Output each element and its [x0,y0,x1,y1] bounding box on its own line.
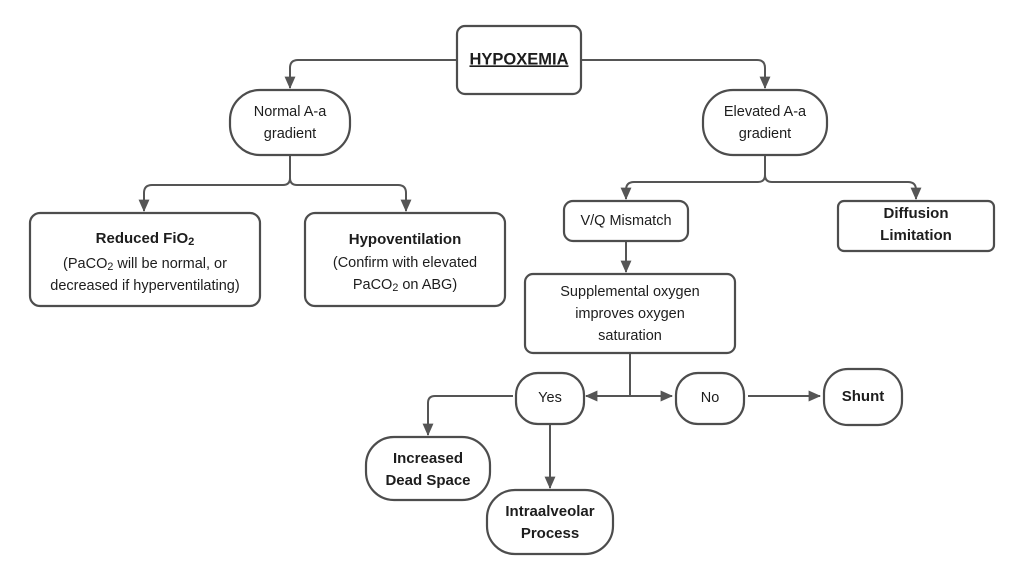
node-reduced-fio2[interactable]: Reduced FiO2 (PaCO2 will be normal, or d… [28,211,262,308]
edge-elevated-gradient-to-vq-mismatch [620,155,766,200]
node-increased-dead-space-label-line1: Increased [393,450,463,467]
node-increased-dead-space[interactable]: Increased Dead Space [364,435,492,502]
node-supplemental-oxygen-label-line1: Supplemental oxygen [560,284,699,300]
node-reduced-fio2-label-line3: decreased if hyperventilating) [50,278,239,294]
node-reduced-fio2-label-line1: Reduced FiO2 [96,230,195,248]
node-diffusion-limitation-label-line2: Limitation [880,227,952,244]
node-yes[interactable]: Yes [514,371,586,426]
node-elevated-gradient-label-line2: gradient [739,126,791,142]
node-intraalveolar-process-shape [485,488,615,556]
edge-normal-gradient-to-reduced-fio2 [138,155,291,212]
node-hypoventilation-label-line2: (Confirm with elevated [333,255,477,271]
node-diffusion-limitation[interactable]: Diffusion Limitation [836,199,996,253]
edge-supplemental-oxygen-to-yes [585,353,631,402]
node-hypoventilation-shape [303,211,507,308]
node-hypoventilation[interactable]: Hypoventilation (Confirm with elevated P… [303,211,507,308]
edge-yes-to-increased-dead-space [422,395,513,436]
node-shunt-shape [822,367,904,427]
node-increased-dead-space-label-line2: Dead Space [385,472,470,489]
node-reduced-fio2-label-line2: (PaCO2 will be normal, or [63,256,227,273]
node-diffusion-limitation-shape [836,199,996,253]
node-yes-label: Yes [538,390,562,406]
node-yes-shape [514,371,586,426]
node-shunt[interactable]: Shunt [822,367,904,427]
node-normal-gradient[interactable]: Normal A-a gradient [228,88,352,157]
node-no[interactable]: No [674,371,746,426]
node-intraalveolar-process-label-line2: Process [521,525,579,542]
edge-normal-gradient-to-hypoventilation [289,155,412,212]
node-no-label: No [701,390,720,406]
node-elevated-gradient-shape [701,88,829,157]
node-supplemental-oxygen-shape [523,272,737,355]
node-vq-mismatch-label: V/Q Mismatch [580,213,671,229]
node-intraalveolar-process[interactable]: Intraalveolar Process [485,488,615,556]
node-shunt-label: Shunt [842,388,885,405]
node-elevated-gradient[interactable]: Elevated A-a gradient [701,88,829,157]
node-normal-gradient-label-line2: gradient [264,126,316,142]
node-increased-dead-space-shape [364,435,492,502]
node-reduced-fio2-shape [28,211,262,308]
node-hypoventilation-label-line3: PaCO2 on ABG) [353,277,457,294]
node-intraalveolar-process-label-line1: Intraalveolar [505,503,594,520]
edge-layer [138,59,922,489]
edge-hypoxemia-to-elevated-gradient [581,59,771,89]
node-no-shape [674,371,746,426]
node-hypoxemia-label: HYPOXEMIA [469,50,568,68]
node-vq-mismatch-shape [562,199,690,243]
node-normal-gradient-shape [228,88,352,157]
node-diffusion-limitation-label-line1: Diffusion [884,205,949,222]
node-supplemental-oxygen-label-line3: saturation [598,328,662,344]
node-vq-mismatch[interactable]: V/Q Mismatch [562,199,690,243]
edge-hypoxemia-to-normal-gradient [284,59,457,89]
node-hypoxemia[interactable]: HYPOXEMIA [455,24,583,96]
node-supplemental-oxygen-label-line2: improves oxygen [575,306,685,322]
node-hypoventilation-label-line1: Hypoventilation [349,231,462,248]
node-elevated-gradient-label-line1: Elevated A-a [724,104,807,120]
node-normal-gradient-label-line1: Normal A-a [254,104,327,120]
edge-elevated-gradient-to-diffusion-limitation [764,155,922,200]
node-hypoxemia-shape [455,24,583,96]
node-supplemental-oxygen[interactable]: Supplemental oxygen improves oxygen satu… [523,272,737,355]
